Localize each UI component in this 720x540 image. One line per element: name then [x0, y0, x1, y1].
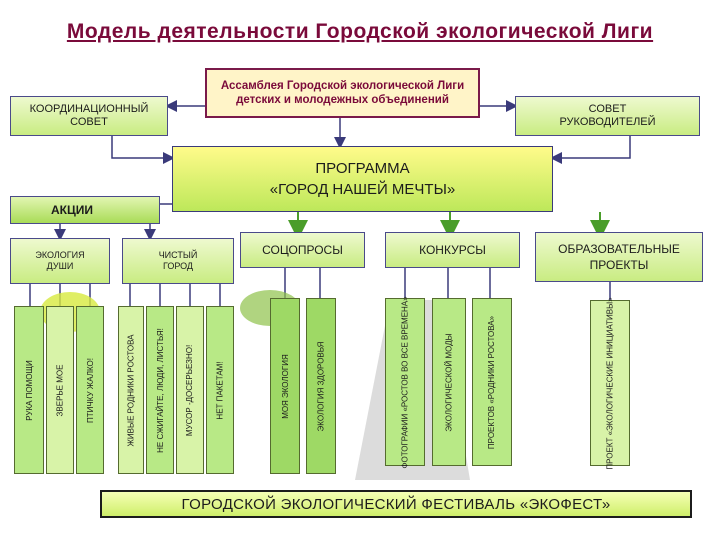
- column-pity-bird: ПТИЧКУ ЖАЛКО!: [76, 306, 104, 474]
- clean-city-box: ЧИСТЫЙ ГОРОД: [122, 238, 234, 284]
- column-living-springs: ЖИВЫЕ РОДНИКИ РОСТОВА: [118, 306, 144, 474]
- contests-box: КОНКУРСЫ: [385, 232, 520, 268]
- column-dont-burn-leaves: НЕ СЖИГАЙТЕ, ЛЮДИ, ЛИСТЬЯ!: [146, 306, 174, 474]
- column-garbage-serious: МУСОР -ДОСЕРЬЕЗНО!: [176, 306, 204, 474]
- program-line2: «ГОРОД НАШЕЙ МЕЧТЫ»: [269, 181, 456, 198]
- column-health-ecology: ЭКОЛОГИЯ ЗДОРОВЬЯ: [306, 298, 336, 474]
- page-title: Модель деятельности Городской экологичес…: [66, 20, 654, 43]
- leaders-to-program-arrow: [550, 136, 631, 164]
- surveys-box: СОЦОПРОСЫ: [240, 232, 365, 268]
- column-photo-contest: ФОТОГРАФИИ «РОСТОВ ВО ВСЕ ВРЕМЕНА»: [385, 296, 425, 468]
- leaders-council-box: СОВЕТ РУКОВОДИТЕЛЕЙ: [515, 96, 700, 136]
- assembly-box: Ассамблея Городской экологической Лиги д…: [205, 68, 480, 118]
- coordination-council-box: КООРДИНАЦИОННЫЙ СОВЕТ: [10, 96, 168, 136]
- column-my-animals: ЗВЕРЬЕ МОЕ: [46, 306, 74, 474]
- actions-box: АКЦИИ: [10, 196, 160, 224]
- coord-to-program-arrow: [111, 136, 175, 164]
- column-eco-fashion: ЭКОЛОГИЧЕСКОЙ МОДЫ: [432, 298, 466, 466]
- ecology-soul-box: ЭКОЛОГИЯ ДУШИ: [10, 238, 110, 284]
- education-box: ОБРАЗОВАТЕЛЬНЫЕ ПРОЕКТЫ: [535, 232, 703, 282]
- column-springs-projects: ПРОЕКТОВ «РОДНИКИ РОСТОВА»: [472, 298, 512, 466]
- program-box: ПРОГРАММА «ГОРОД НАШЕЙ МЕЧТЫ»: [172, 146, 553, 212]
- program-line1: ПРОГРАММА: [315, 160, 410, 177]
- festival-box: ГОРОДСКОЙ ЭКОЛОГИЧЕСКИЙ ФЕСТИВАЛЬ «ЭКОФЕ…: [100, 490, 692, 518]
- column-eco-initiatives: ПРОЕКТ «ЭКОЛОГИЧЕСКИЕ ИНИЦИАТИВЫ»: [590, 297, 630, 469]
- column-my-ecology: МОЯ ЭКОЛОГИЯ: [270, 298, 300, 474]
- column-helping-hand: РУКА ПОМОЩИ: [14, 306, 44, 474]
- column-no-bags: НЕТ ПАКЕТАМ!: [206, 306, 234, 474]
